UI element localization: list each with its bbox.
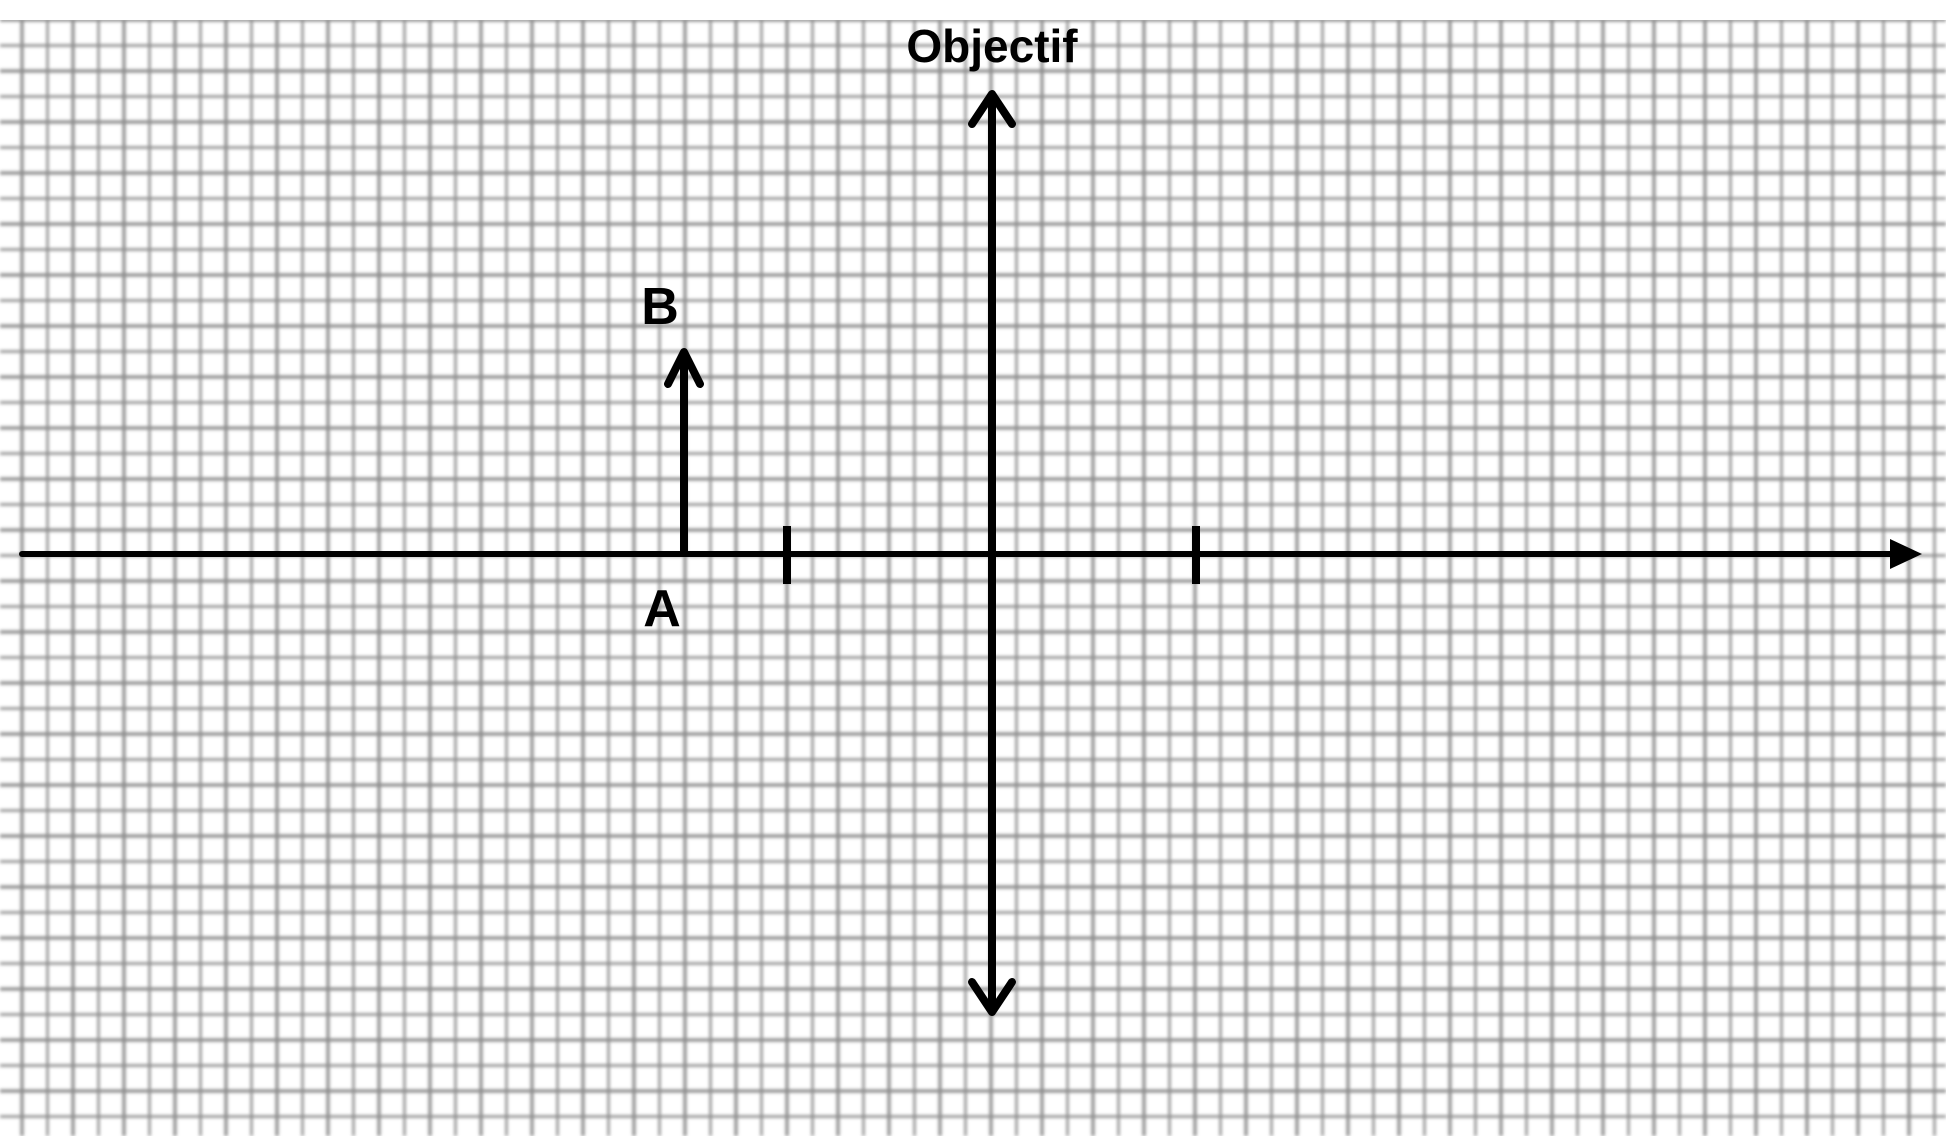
converging-lens: [968, 90, 1016, 1016]
object-arrowhead: [664, 348, 704, 388]
object-tip-label: B: [641, 278, 679, 336]
lens-label: Objectif: [906, 20, 1078, 72]
object-ab: [664, 348, 704, 554]
optical-axis: [19, 539, 1922, 569]
lens-bottom-arrowhead: [968, 978, 1016, 1016]
object-base-label: A: [643, 580, 681, 638]
lens-top-arrowhead: [968, 90, 1016, 128]
optical-axis-arrowhead: [1890, 539, 1922, 569]
